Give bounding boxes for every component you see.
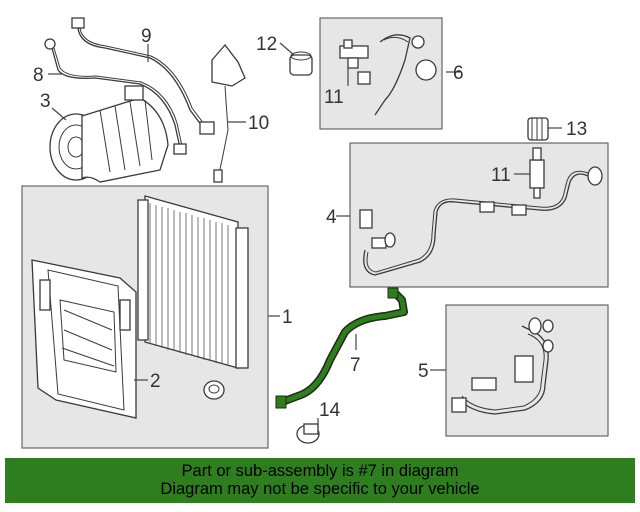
callout-2: 2 (150, 371, 161, 392)
leader-3 (51, 107, 67, 121)
cap-part-13[interactable] (527, 117, 549, 141)
hose-part-7[interactable] (275, 287, 408, 409)
callout-1: 1 (282, 307, 293, 328)
cap-part-12[interactable] (289, 51, 313, 76)
leader-12 (279, 42, 295, 56)
callout-8: 8 (33, 65, 44, 86)
bracket-part-10[interactable] (211, 43, 246, 183)
callout-12: 12 (256, 34, 277, 55)
callout-11-top: 11 (324, 87, 344, 108)
grommet-part[interactable] (203, 380, 225, 400)
footer-banner: Part or sub-assembly is #7 in diagram Di… (5, 458, 635, 503)
callout-9: 9 (141, 26, 152, 47)
footer-line-1: Part or sub-assembly is #7 in diagram (181, 462, 459, 480)
callout-7: 7 (350, 355, 361, 376)
hose-part-8[interactable] (44, 38, 187, 155)
group-box-4 (349, 142, 609, 288)
callout-4: 4 (326, 207, 337, 228)
hose-part-9[interactable] (71, 17, 215, 135)
callout-6: 6 (453, 63, 464, 84)
callout-5: 5 (418, 361, 429, 382)
callout-14: 14 (319, 400, 341, 421)
parts-diagram: 9 8 3 10 12 11 6 13 11 4 1 2 7 14 5 (21, 17, 609, 449)
ac-line-group-4[interactable] (359, 166, 603, 276)
hose-assembly-group-5[interactable] (451, 317, 554, 415)
plug-part-14[interactable] (296, 423, 320, 444)
footer-line-2: Diagram may not be specific to your vehi… (160, 480, 480, 498)
callout-11-right: 11 (491, 165, 511, 186)
valve-part-11-right[interactable] (529, 147, 545, 199)
frame-part-2[interactable] (31, 259, 137, 419)
callout-13: 13 (566, 119, 587, 140)
tube-group-6[interactable] (357, 34, 437, 116)
condenser-part-1[interactable] (137, 195, 249, 369)
valve-part-11-top[interactable] (339, 39, 369, 69)
callout-3: 3 (40, 91, 51, 112)
compressor-part-3[interactable] (49, 85, 169, 183)
callout-10: 10 (248, 113, 269, 134)
